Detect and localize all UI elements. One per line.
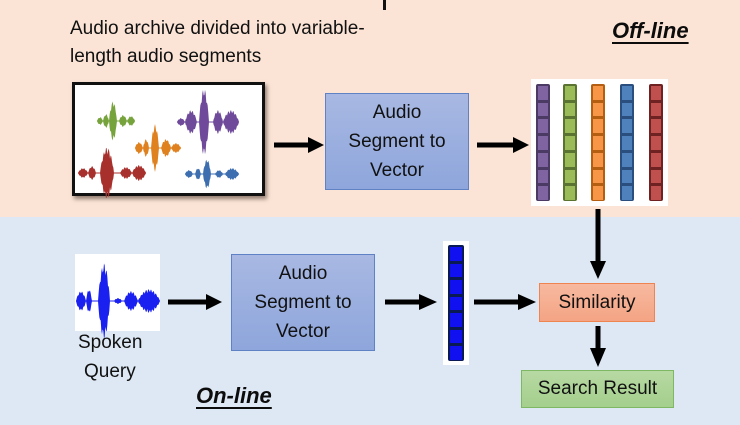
spoken-query-waveform-box (75, 254, 160, 339)
vector-cell (565, 136, 575, 150)
arrow-converter-to-vectors (477, 137, 529, 153)
archive-waveforms (78, 89, 239, 199)
vector-cell (538, 119, 548, 134)
waveform-green (97, 101, 135, 141)
vector-cell (651, 186, 661, 200)
vector-cell (651, 86, 661, 100)
vector-column-blue (620, 84, 634, 201)
query-vector-cell (450, 329, 462, 344)
vector-cell (538, 102, 548, 117)
vector-cell (593, 86, 603, 100)
archive-vector-set (531, 79, 668, 206)
vector-cell (538, 136, 548, 150)
spoken-query-waveform (76, 263, 160, 339)
vector-cell (538, 169, 548, 184)
archive-caption-line1: Audio archive divided into variable- (70, 18, 365, 39)
waveform-purple (177, 89, 239, 155)
offline-converter-line1: Audio (372, 102, 422, 123)
vector-cell (538, 86, 548, 100)
vector-cell (651, 152, 661, 167)
arrow-query-to-converter (168, 294, 222, 310)
archive-caption-line2: length audio segments (70, 46, 262, 67)
vector-column-purple (536, 84, 550, 201)
vector-cell (565, 186, 575, 200)
vector-column-green (563, 84, 577, 201)
vector-cell (538, 152, 548, 167)
search-result-box: Search Result (521, 370, 674, 408)
waveform-orange (135, 124, 181, 172)
spoken-query-label-line2: Query (84, 361, 136, 382)
arrow-similarity-to-result (590, 326, 606, 367)
query-vector-cell (450, 296, 462, 311)
offline-converter-line3: Vector (370, 160, 424, 181)
vector-cell (593, 186, 603, 200)
query-vector-cell (450, 280, 462, 294)
offline-converter-line2: Segment to (348, 131, 446, 152)
arrow-converter-to-query-vector (385, 294, 437, 310)
vector-cell (593, 152, 603, 167)
query-vector-cell (450, 247, 462, 261)
query-vector (443, 241, 469, 365)
similarity-label: Similarity (558, 291, 636, 313)
query-vector-cell (450, 346, 462, 360)
waveform-red (78, 147, 146, 199)
online-converter-line2: Segment to (254, 292, 352, 313)
spoken-query-label-line1: Spoken (78, 332, 143, 353)
vector-cell (651, 169, 661, 184)
vector-cell (622, 119, 632, 134)
similarity-box: Similarity (539, 283, 655, 322)
vector-cell (622, 86, 632, 100)
vector-cell (565, 152, 575, 167)
search-result-label: Search Result (537, 378, 658, 399)
vector-cell (622, 169, 632, 184)
online-converter-line3: Vector (276, 321, 330, 342)
vector-cell (565, 119, 575, 134)
offline-label: Off-line (612, 18, 689, 43)
vector-cell (622, 152, 632, 167)
arrow-archive-to-converter (274, 137, 324, 153)
vector-cell (651, 119, 661, 134)
arrow-query-vector-to-similarity (474, 294, 536, 310)
vector-cell (593, 119, 603, 134)
top-connector-line (383, 0, 386, 10)
vector-cell (651, 136, 661, 150)
vector-column-red (649, 84, 663, 201)
vector-column-orange (591, 84, 605, 201)
query-vector-cell (450, 263, 462, 278)
vector-cell (565, 86, 575, 100)
vector-cell (651, 102, 661, 117)
query-vector-column (448, 245, 464, 361)
online-label: On-line (196, 383, 272, 408)
online-converter-line1: Audio (278, 263, 328, 284)
vector-cell (622, 136, 632, 150)
query-waveform (76, 263, 160, 339)
query-vector-cell (450, 313, 462, 327)
vector-cell (622, 102, 632, 117)
online-segment-to-vector-box: Audio Segment to Vector (231, 254, 375, 351)
waveform-blue (185, 159, 239, 189)
vector-cell (565, 169, 575, 184)
offline-segment-to-vector-box: Audio Segment to Vector (325, 93, 469, 190)
vector-cell (538, 186, 548, 200)
vector-cell (593, 169, 603, 184)
vector-cell (593, 102, 603, 117)
vector-cell (565, 102, 575, 117)
vector-cell (593, 136, 603, 150)
arrow-vectors-to-similarity (590, 209, 606, 279)
audio-archive-box (72, 82, 265, 199)
vector-cell (622, 186, 632, 200)
